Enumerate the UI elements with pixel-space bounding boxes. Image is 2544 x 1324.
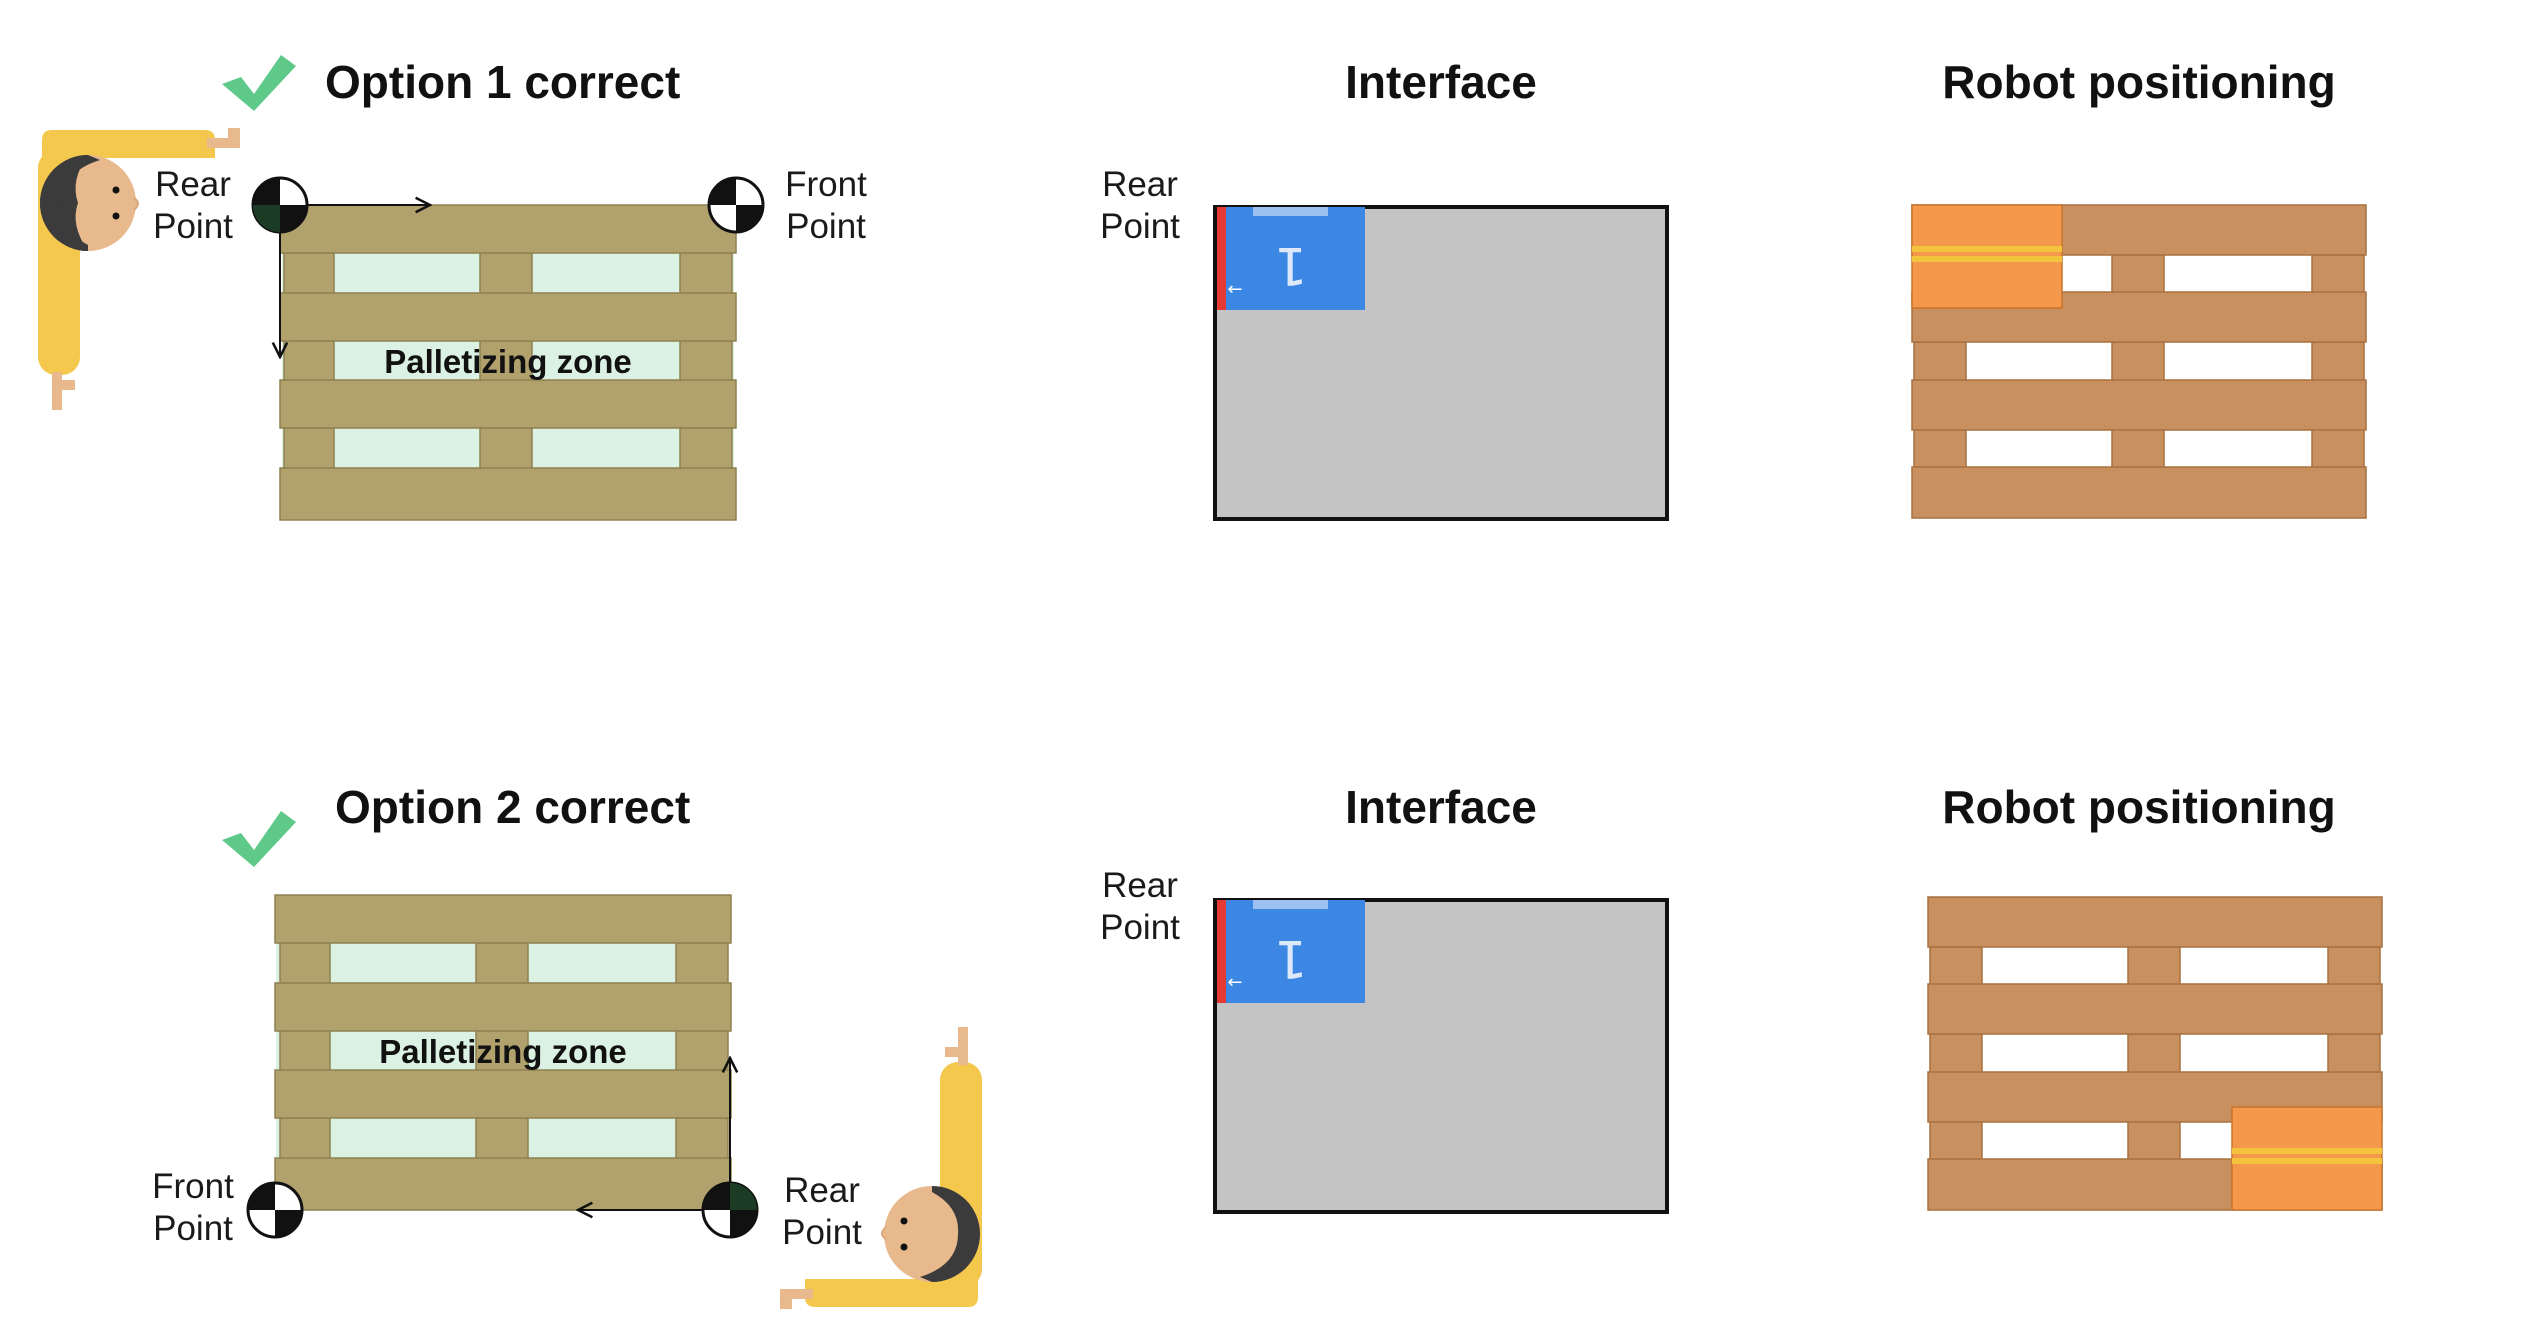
rear-point-label-line1: Rear <box>784 1171 860 1210</box>
rear-point-label-line1: Rear <box>155 165 231 204</box>
front-point-label-line2: Point <box>786 207 866 246</box>
person-top-view-icon <box>780 1027 982 1309</box>
front-point-label-line1: Front <box>785 165 867 204</box>
front-point-label-line2: Point <box>153 1209 233 1248</box>
robot-1-title: Robot positioning <box>1942 56 2335 108</box>
interface-2-panel: Interface Rear Point 1 ← <box>1100 781 1669 1214</box>
rear-point-label-line2: Point <box>153 207 233 246</box>
interface-1-rear-line2: Point <box>1100 207 1180 246</box>
option-1-title: Option 1 correct <box>325 56 680 108</box>
interface-2-rear-line2: Point <box>1100 908 1180 947</box>
robot-1-panel: Robot positioning <box>1911 56 2367 519</box>
interface-2-rear-line1: Rear <box>1102 866 1178 905</box>
interface-2-title: Interface <box>1345 781 1537 833</box>
option-1-panel: Option 1 correct Palletizing zone <box>38 55 867 521</box>
box-direction-arrow: ← <box>1227 279 1242 300</box>
front-point-label-line1: Front <box>152 1167 234 1206</box>
front-point-marker <box>707 176 765 234</box>
robot-2-title: Robot positioning <box>1942 781 2335 833</box>
checkmark-icon <box>222 55 296 111</box>
interface-box[interactable]: 1 ← <box>1217 207 1365 310</box>
robot-box <box>2231 1106 2383 1211</box>
box-number: 1 <box>1274 928 1307 988</box>
rear-point-label-line2: Point <box>782 1213 862 1252</box>
interface-1-panel: Interface Rear Point 1 ← <box>1100 56 1669 521</box>
checkmark-icon <box>222 811 296 867</box>
robot-2-panel: Robot positioning <box>1927 781 2383 1211</box>
front-point-marker <box>246 1181 304 1239</box>
pallet <box>279 204 737 521</box>
pallet <box>274 894 732 1211</box>
box-number: 1 <box>1274 235 1307 295</box>
interface-1-rear-line1: Rear <box>1102 165 1178 204</box>
option-2-title: Option 2 correct <box>335 781 690 833</box>
option-2-panel: Option 2 correct Palletizing zone <box>152 781 982 1309</box>
interface-1-title: Interface <box>1345 56 1537 108</box>
rear-point-marker <box>701 1181 759 1239</box>
person-top-view-icon <box>38 128 240 410</box>
rear-point-marker <box>251 176 309 234</box>
palletizing-zone-label: Palletizing zone <box>384 343 632 380</box>
palletizing-zone-label: Palletizing zone <box>379 1033 627 1070</box>
robot-box <box>1911 204 2063 309</box>
box-direction-arrow: ← <box>1227 972 1242 993</box>
interface-box[interactable]: 1 ← <box>1217 900 1365 1003</box>
